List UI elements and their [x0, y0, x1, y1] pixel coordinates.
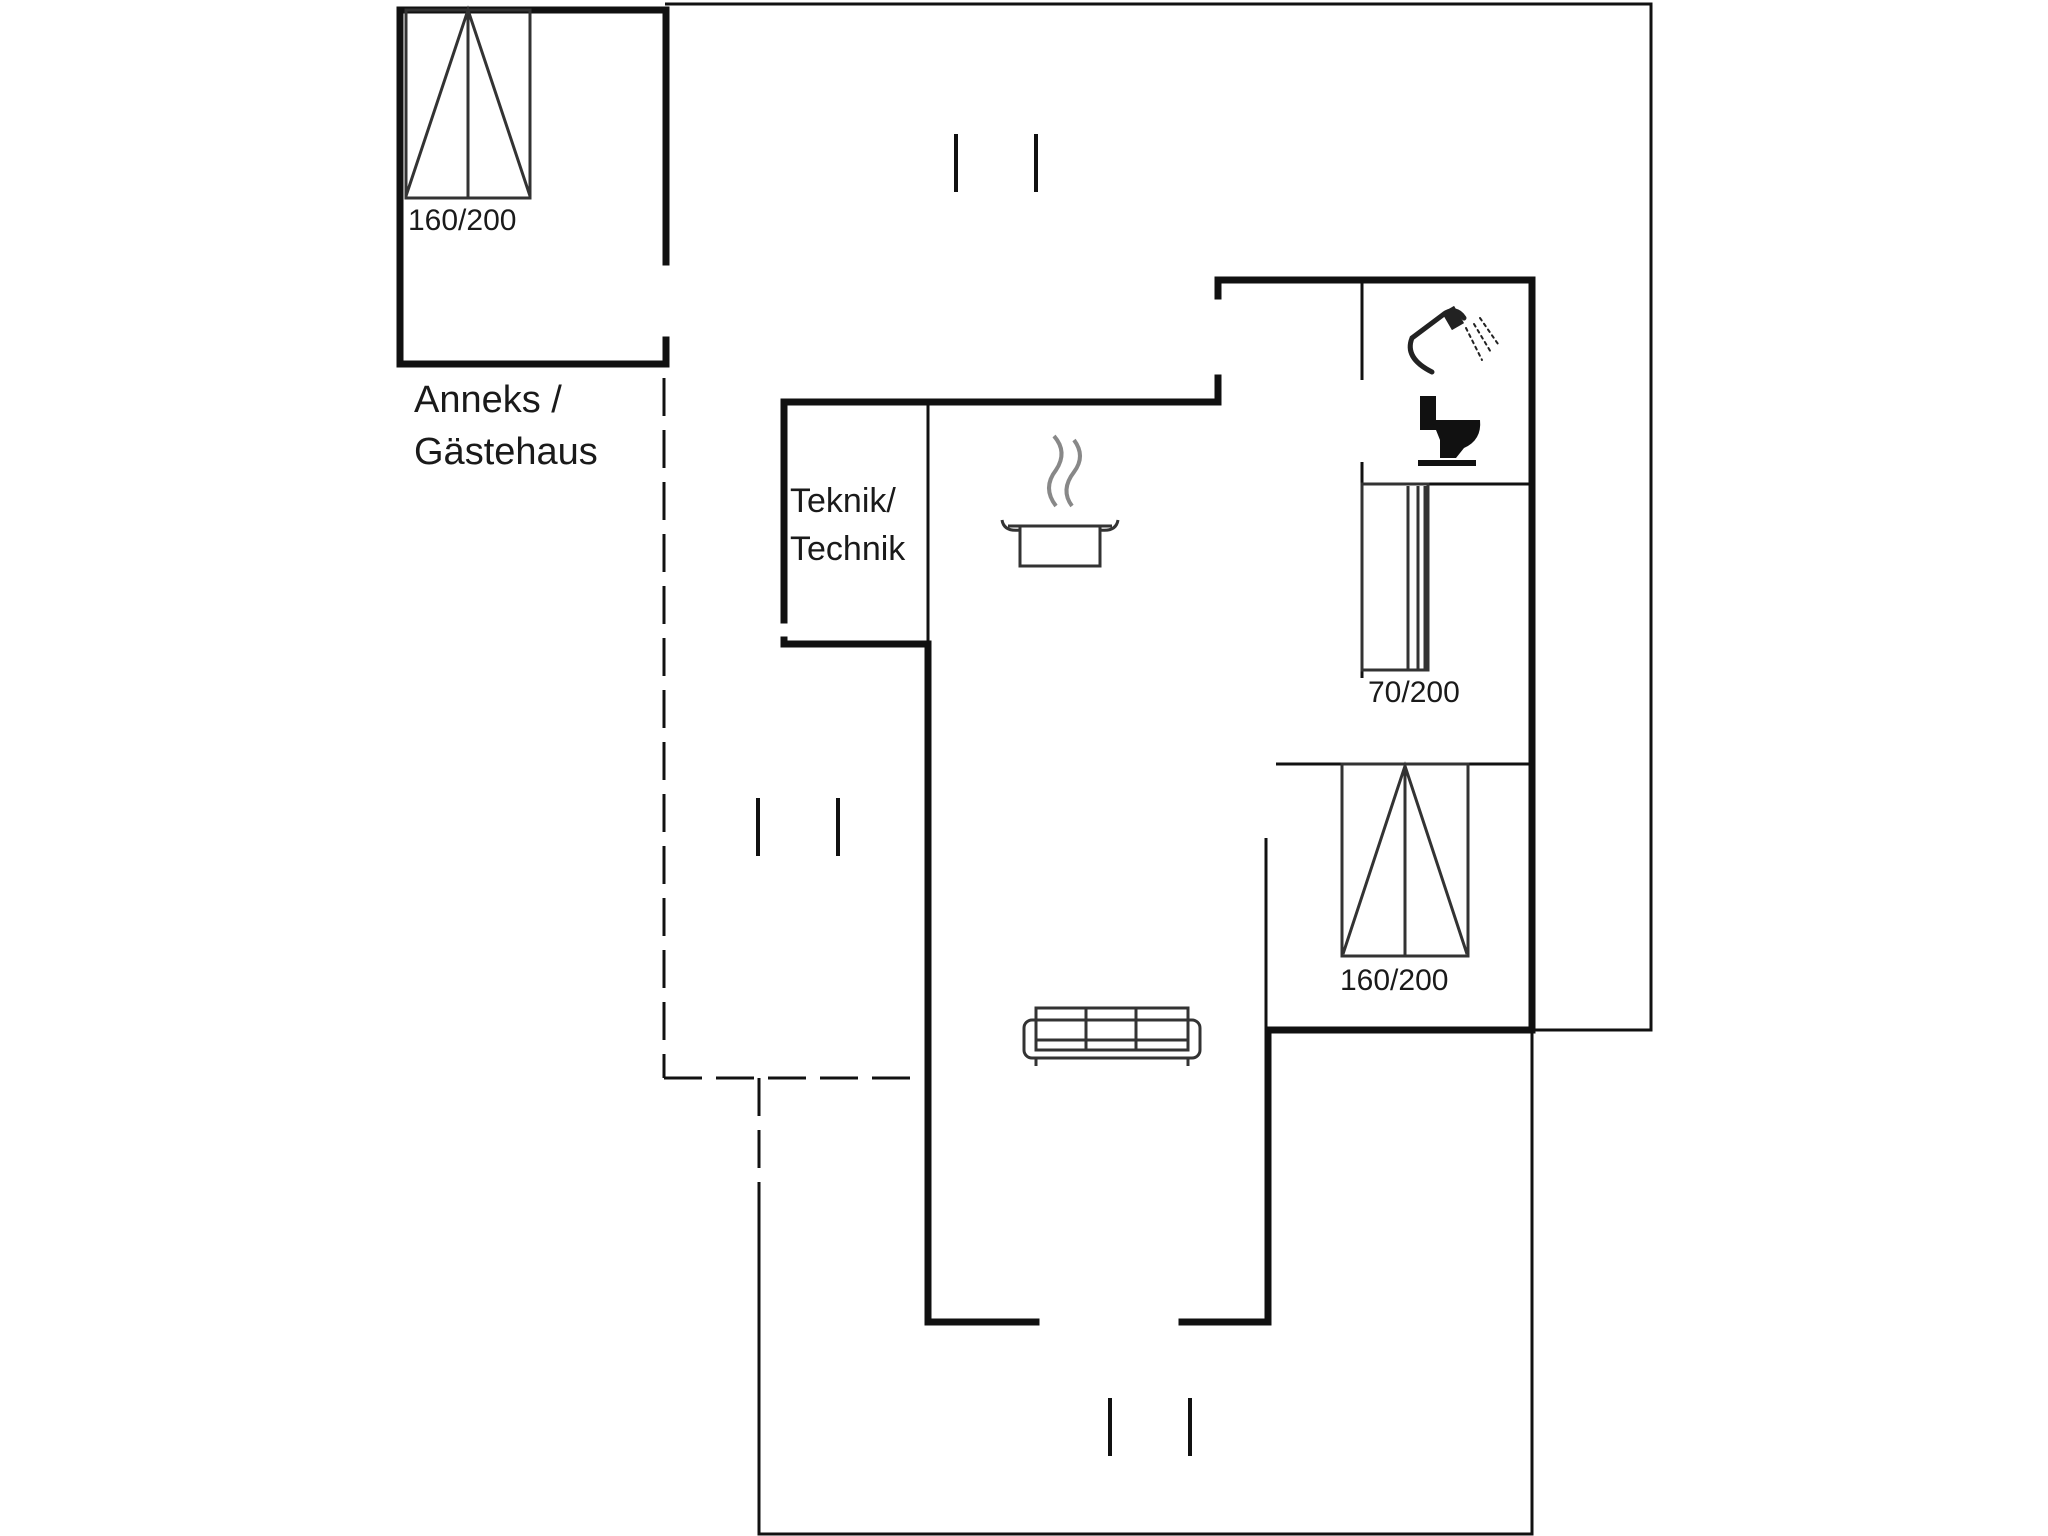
technic-room-wall [780, 374, 1222, 624]
house-walls [780, 276, 1536, 1326]
cooking-pot-icon [1000, 434, 1120, 568]
toilet-icon [1418, 396, 1481, 466]
technic-room-lower-wall [780, 636, 1040, 1326]
house-right-wall [1178, 276, 1536, 1326]
annex-double-bed-icon [404, 5, 532, 200]
sofa-icon [1022, 1006, 1202, 1066]
covered-area-dashed [662, 378, 918, 1185]
door-markers [756, 134, 1192, 1456]
interior-walls [926, 282, 1530, 1028]
annex-room-label-line1: Anneks / [414, 379, 562, 421]
single-bed-size-label: 70/200 [1368, 676, 1460, 709]
terrace-outlines [665, 2, 1653, 1536]
technic-room-label-line1: Teknik/ [790, 482, 896, 520]
shower-icon [1407, 305, 1499, 375]
lower-terrace-outline [757, 1030, 1534, 1536]
upper-terrace-outline [665, 2, 1653, 1032]
annex-bed-size-label: 160/200 [408, 204, 516, 237]
double-bed-size-label: 160/200 [1340, 964, 1448, 997]
single-bed-icon [1360, 482, 1430, 672]
annex-room-label-line2: Gästehaus [414, 431, 598, 473]
technic-room-label-line2: Technik [790, 530, 906, 568]
annex-walls [396, 6, 670, 368]
double-bed-icon [1340, 761, 1470, 958]
